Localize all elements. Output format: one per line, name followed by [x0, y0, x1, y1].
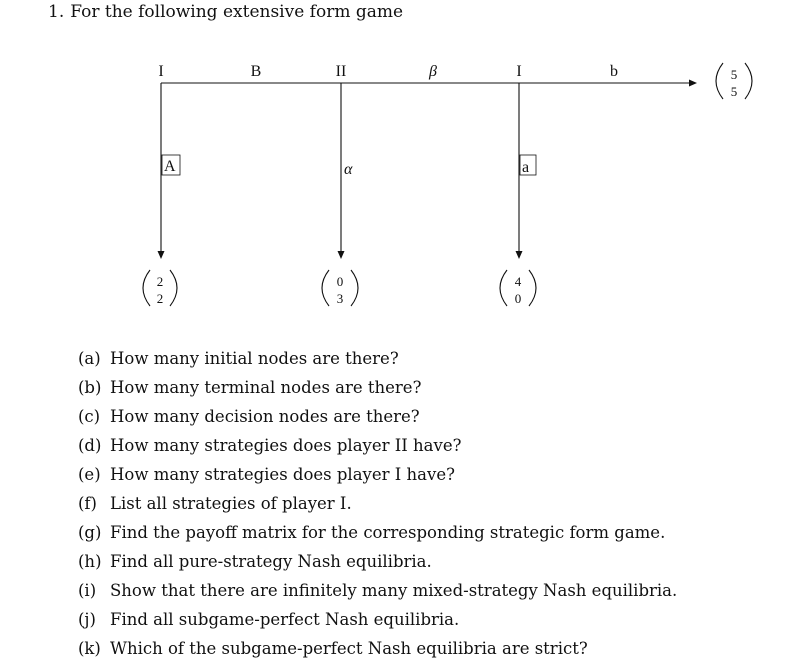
- question-marker: (i): [78, 581, 97, 600]
- problem-statement: For the following extensive form game: [70, 2, 404, 22]
- node-2-stop-arrowhead: [337, 251, 345, 259]
- payoff-vector-2-top: 0: [337, 274, 344, 289]
- payoff-vector-2-right-paren: [350, 269, 359, 307]
- node-3-player-label: I: [516, 63, 521, 80]
- question-marker: (b): [78, 378, 102, 397]
- question-marker: (d): [78, 436, 102, 455]
- question-text: List all strategies of player I.: [110, 494, 352, 513]
- node-1-player-label: I: [158, 63, 163, 80]
- question-item: (h) Find all pure-strategy Nash equilibri…: [78, 547, 677, 576]
- payoff-vector-3-bottom: 0: [515, 291, 522, 306]
- question-text: How many terminal nodes are there?: [110, 378, 422, 397]
- question-text: Which of the subgame-perfect Nash equili…: [110, 639, 588, 658]
- payoff-vector-3-left-paren: [499, 269, 508, 307]
- question-text: Find all subgame-perfect Nash equilibria…: [110, 610, 460, 629]
- question-item: (b) How many terminal nodes are there?: [78, 373, 677, 402]
- final-payoff-top: 5: [731, 67, 738, 82]
- question-marker: (e): [78, 465, 101, 484]
- continue-action-2-label: β: [428, 63, 437, 80]
- payoff-vector-1-bottom: 2: [157, 291, 164, 306]
- question-item: (d) How many strategies does player II ha…: [78, 431, 677, 460]
- final-payoff-right-paren: [744, 62, 753, 100]
- question-item: (c) How many decision nodes are there?: [78, 402, 677, 431]
- final-arrowhead: [689, 79, 697, 87]
- node-1-stop-label-box: [161, 154, 181, 176]
- question-marker: (f): [78, 494, 97, 513]
- final-payoff-vector: 5 5: [715, 62, 753, 100]
- payoff-vector-1-right-paren: [169, 269, 178, 307]
- question-item: (k) Which of the subgame-perfect Nash equ…: [78, 634, 677, 663]
- payoff-vector-3-top: 4: [515, 274, 522, 289]
- question-item: (e) How many strategies does player I hav…: [78, 460, 677, 489]
- question-text: Find the payoff matrix for the correspon…: [110, 523, 666, 542]
- payoff-vector-1-left-paren: [142, 269, 151, 307]
- final-payoff-left-paren: [715, 62, 724, 100]
- question-text: Find all pure-strategy Nash equilibria.: [110, 552, 432, 571]
- node-1-stop-label: A: [164, 158, 176, 175]
- question-marker: (c): [78, 407, 101, 426]
- payoff-vector-2-left-paren: [321, 269, 330, 307]
- question-marker: (k): [78, 639, 101, 658]
- question-text: How many initial nodes are there?: [110, 349, 399, 368]
- payoff-vector-2: 0 3: [321, 269, 359, 307]
- question-text: How many strategies does player I have?: [110, 465, 455, 484]
- question-marker: (a): [78, 349, 101, 368]
- question-item: (i) Show that there are infinitely many m…: [78, 576, 677, 605]
- problem-number: 1.: [48, 2, 65, 22]
- payoff-vector-2-bottom: 3: [337, 291, 344, 306]
- final-payoff-bottom: 5: [731, 84, 738, 99]
- node-2-player-label: II: [336, 63, 347, 80]
- question-text: How many decision nodes are there?: [110, 407, 420, 426]
- question-marker: (h): [78, 552, 102, 571]
- question-text: Show that there are infinitely many mixe…: [110, 581, 678, 600]
- payoff-vector-1: 2 2: [142, 269, 178, 307]
- question-text: How many strategies does player II have?: [110, 436, 462, 455]
- payoff-vector-3-right-paren: [528, 269, 537, 307]
- continue-action-3-label: b: [610, 63, 618, 80]
- payoff-vector-3: 4 0: [499, 269, 537, 307]
- node-3-stop-label: a: [522, 159, 529, 176]
- question-item: (f) List all strategies of player I.: [78, 489, 677, 518]
- question-marker: (g): [78, 523, 102, 542]
- game-tree-diagram: I A B II α β I a b 2 2 0 3 4 0 5 5: [142, 62, 753, 307]
- continue-action-1-label: B: [251, 63, 262, 80]
- node-3-stop-arrowhead: [515, 251, 523, 259]
- payoff-vector-1-top: 2: [157, 274, 164, 289]
- node-2-stop-label: α: [344, 161, 353, 178]
- node-3-stop-label-box: [519, 154, 537, 176]
- question-marker: (j): [78, 610, 96, 629]
- node-1-stop-arrowhead: [157, 251, 165, 259]
- question-item: (j) Find all subgame-perfect Nash equilib…: [78, 605, 677, 634]
- question-item: (a) How many initial nodes are there?: [78, 344, 677, 373]
- problem-intro: 1.For the following extensive form game: [48, 1, 403, 23]
- question-list: (a) How many initial nodes are there? (b)…: [78, 344, 677, 663]
- question-item: (g) Find the payoff matrix for the corres…: [78, 518, 677, 547]
